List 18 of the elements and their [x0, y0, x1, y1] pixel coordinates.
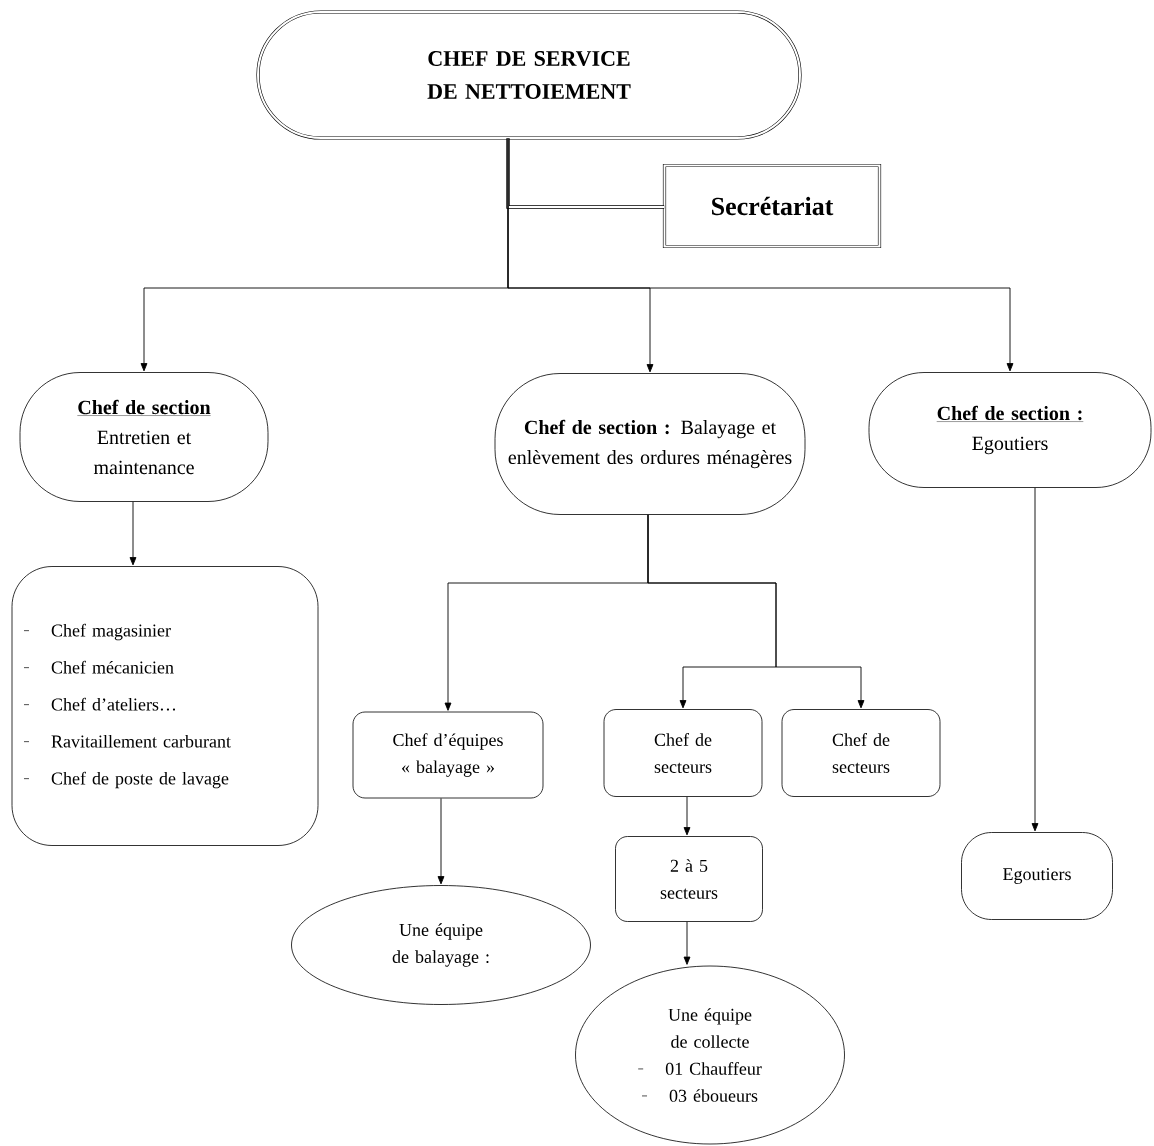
- team-box: Chef d’équipes « balayage »: [352, 711, 544, 799]
- arrow: [683, 921, 691, 965]
- arrow: [507, 137, 1014, 372]
- arrow: [683, 796, 691, 836]
- secretariat-box: Secrétariat: [662, 163, 882, 249]
- sector-box: Chef de secteurs: [603, 709, 763, 797]
- group-box: Egoutiers: [961, 832, 1113, 920]
- sector-box: Chef de secteurs: [781, 709, 941, 797]
- list-box: Chef magasinier Chef mécanicien Chef d’ateliers… Ravitaillement carburant Chef de poste de lavage: [11, 566, 319, 846]
- title-box: CHEF DE SERVICE DE NETTOIEMENT: [256, 10, 802, 140]
- arrow: [647, 514, 865, 709]
- arrow: [437, 797, 445, 885]
- section-box: Chef de section : Egoutiers: [868, 372, 1152, 488]
- sector-box: 2 à 5 secteurs: [615, 836, 763, 922]
- section-box: Chef de section : Balayage et enlèvement des ordures ménagères: [494, 373, 806, 515]
- section-box: Chef de section Entretien et maintenance: [19, 372, 269, 502]
- arrow: [1031, 487, 1039, 832]
- arrow: [129, 501, 137, 566]
